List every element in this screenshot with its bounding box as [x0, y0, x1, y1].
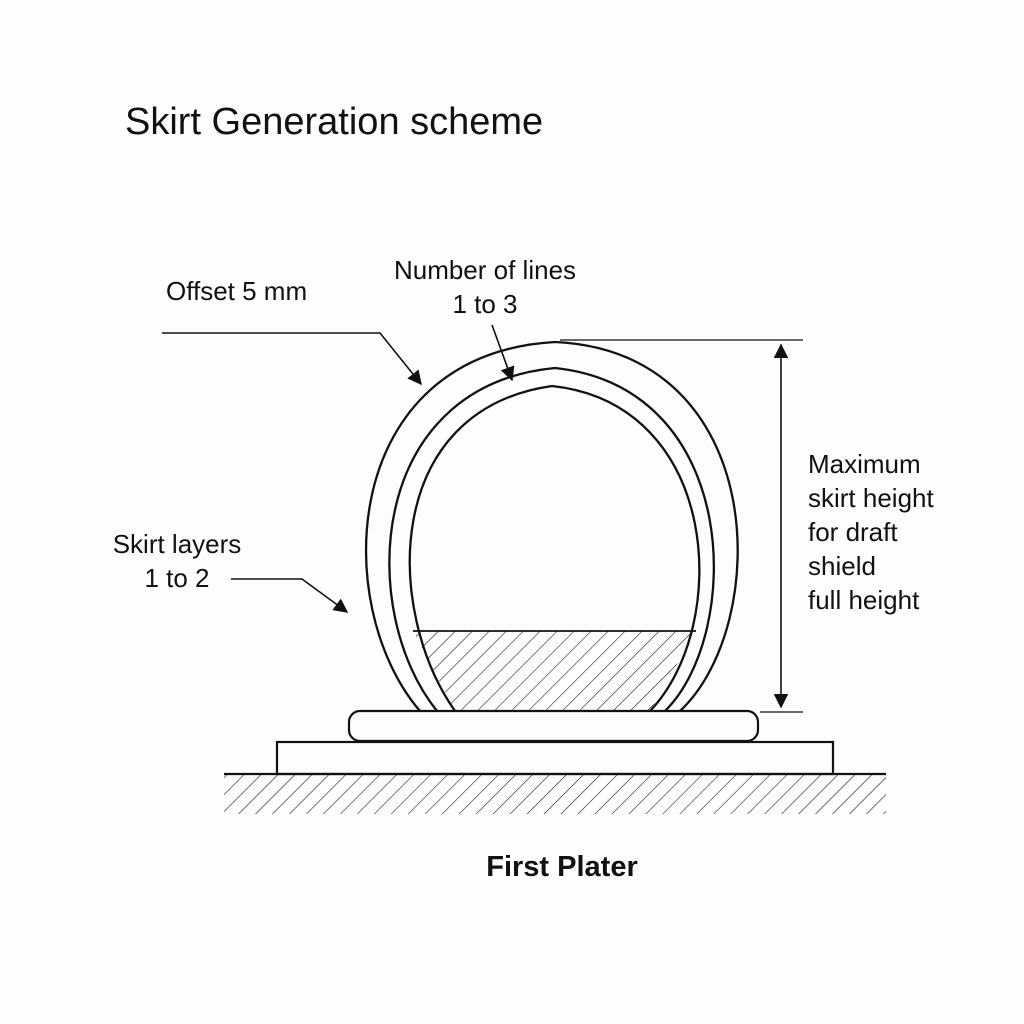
- skirt-line-inner: [388, 366, 715, 712]
- layers-label-line2: 1 to 2: [144, 563, 209, 593]
- offset-leader-arrow: [162, 332, 422, 386]
- object-hatch: [413, 631, 696, 711]
- ground-hatch: [224, 774, 886, 814]
- height-label-line3: for draft: [808, 517, 898, 547]
- printed-object: [408, 384, 701, 712]
- object-outline: [408, 384, 701, 712]
- build-plate: [275, 740, 835, 776]
- lines-label-line2: 1 to 3: [452, 289, 517, 319]
- diagram-title: Skirt Generation scheme: [125, 101, 543, 143]
- skirt-line-outer: [364, 340, 739, 712]
- height-label-line1: Maximum: [808, 449, 921, 479]
- layers-label-line1: Skirt layers: [113, 529, 242, 559]
- first-layer-pad: [347, 709, 760, 743]
- height-dimension: [560, 339, 803, 713]
- lines-leader-arrow: [491, 324, 515, 382]
- ground: [224, 772, 886, 814]
- lines-label-line1: Number of lines: [394, 255, 576, 285]
- caption: First Plater: [486, 851, 638, 883]
- height-label-line5: full height: [808, 585, 920, 615]
- layers-leader-arrow: [231, 578, 349, 613]
- offset-label: Offset 5 mm: [166, 276, 307, 306]
- height-label-line2: skirt height: [808, 483, 934, 513]
- height-label-line4: shield: [808, 551, 876, 581]
